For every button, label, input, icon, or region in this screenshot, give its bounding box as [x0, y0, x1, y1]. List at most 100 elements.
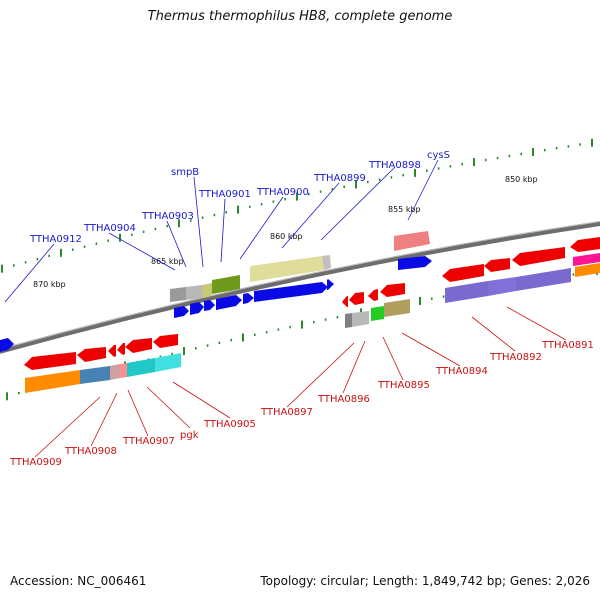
map-title: Thermus thermophilus HB8, complete genom… — [147, 9, 453, 24]
gene-arrow-forward-cysS[interactable] — [398, 256, 432, 270]
gene-label-TTHA0904[interactable]: TTHA0904 — [83, 223, 136, 234]
gene-arrow-forward[interactable] — [190, 302, 204, 315]
gene-arrow-reverse[interactable] — [570, 237, 600, 252]
forward-annotation-track — [170, 231, 430, 302]
gene-label-TTHA0894[interactable]: TTHA0894 — [435, 366, 488, 377]
gene-label-TTHA0897[interactable]: TTHA0897 — [260, 407, 313, 418]
gene-label-TTHA0900[interactable]: TTHA0900 — [256, 187, 309, 198]
leader-line-pgk — [146, 386, 191, 429]
leader-line-cysS — [407, 159, 439, 221]
gene-label-TTHA0907[interactable]: TTHA0907 — [122, 436, 175, 447]
gene-label-pgk[interactable]: pgk — [180, 430, 199, 441]
leader-line-smpB — [193, 176, 204, 268]
gene-label-TTHA0895[interactable]: TTHA0895 — [377, 380, 430, 391]
annotation-block[interactable] — [488, 277, 516, 296]
leader-line-TTHA0912 — [4, 243, 55, 303]
gene-label-TTHA0909[interactable]: TTHA0909 — [9, 457, 62, 468]
gene-label-TTHA0892[interactable]: TTHA0892 — [489, 352, 542, 363]
gene-label-TTHA0896[interactable]: TTHA0896 — [317, 394, 370, 405]
leader-line-TTHA0897 — [286, 342, 355, 408]
gene-arrow-reverse[interactable] — [24, 352, 76, 370]
leader-line-TTHA0909 — [34, 396, 101, 458]
leader-line-TTHA0899 — [281, 182, 340, 249]
annotation-block[interactable] — [445, 281, 488, 303]
gene-arrow-reverse[interactable] — [153, 334, 178, 348]
annotation-block[interactable] — [516, 268, 571, 291]
scale-label-865kbp: 865 kbp — [151, 257, 184, 266]
annotation-block[interactable] — [155, 353, 181, 372]
leader-line-TTHA0896 — [342, 340, 366, 394]
gene-label-TTHA0912[interactable]: TTHA0912 — [29, 234, 82, 245]
annotation-block[interactable] — [212, 275, 240, 294]
annotation-block[interactable] — [384, 299, 410, 317]
gene-arrow-forward[interactable] — [204, 300, 215, 311]
leader-line-TTHA0901 — [220, 198, 226, 263]
leader-line-TTHA0892 — [471, 316, 516, 352]
gene-arrow-forward[interactable] — [327, 279, 334, 290]
leader-line-TTHA0908 — [90, 392, 118, 447]
annotation-block[interactable] — [345, 313, 352, 328]
gene-arrow-reverse[interactable] — [349, 292, 364, 305]
gene-arrow-reverse[interactable] — [380, 283, 405, 297]
gene-label-cysS[interactable]: cysS — [427, 150, 450, 161]
leader-line-TTHA0907 — [127, 389, 149, 437]
gene-label-TTHA0903[interactable]: TTHA0903 — [141, 211, 194, 222]
reverse-gene-labels: TTHA0909 TTHA0908 TTHA0907 pgk TTHA0905 … — [9, 306, 594, 468]
genome-backbone — [0, 220, 600, 354]
leader-line-TTHA0904 — [108, 232, 176, 271]
annotation-block[interactable] — [575, 263, 600, 277]
gene-label-smpB[interactable]: smpB — [171, 167, 199, 178]
forward-gene-labels: TTHA0912 TTHA0904 TTHA0903 smpB TTHA0901… — [4, 150, 450, 303]
gene-arrow-reverse[interactable] — [125, 338, 152, 353]
gene-label-TTHA0899[interactable]: TTHA0899 — [313, 173, 366, 184]
gene-arrow-reverse[interactable] — [484, 258, 510, 272]
gene-arrow-forward[interactable] — [254, 282, 328, 302]
leader-line-TTHA0900 — [239, 196, 284, 260]
genome-backbone-highlight — [0, 221, 600, 350]
gene-arrow-forward[interactable] — [243, 293, 254, 304]
scale-ticks-upper — [1, 138, 593, 273]
gene-arrow-reverse[interactable] — [108, 345, 116, 357]
annotation-block[interactable] — [186, 285, 202, 300]
gene-label-TTHA0905[interactable]: TTHA0905 — [203, 419, 256, 430]
annotation-block[interactable] — [202, 283, 212, 298]
annotation-block[interactable] — [322, 255, 331, 270]
annotation-block[interactable] — [170, 287, 186, 302]
annotation-block[interactable] — [127, 358, 155, 377]
gene-label-TTHA0908[interactable]: TTHA0908 — [64, 446, 117, 457]
accession-text: Accession: NC_006461 — [10, 574, 147, 588]
gene-arrow-forward[interactable] — [174, 306, 189, 318]
forward-gene-track — [0, 256, 432, 352]
scale-label-850kbp: 850 kbp — [505, 175, 538, 184]
leader-line-TTHA0898 — [320, 167, 395, 241]
gene-arrow-reverse[interactable] — [368, 289, 378, 301]
gene-label-TTHA0898[interactable]: TTHA0898 — [368, 160, 421, 171]
annotation-block[interactable] — [352, 311, 369, 327]
gene-label-TTHA0901[interactable]: TTHA0901 — [198, 189, 251, 200]
gene-arrow-reverse[interactable] — [442, 264, 484, 282]
gene-label-TTHA0891[interactable]: TTHA0891 — [541, 340, 594, 351]
annotation-block[interactable] — [371, 306, 384, 321]
scale-label-855kbp: 855 kbp — [388, 205, 421, 214]
gene-arrow-reverse[interactable] — [77, 347, 106, 362]
annotation-block[interactable] — [573, 253, 600, 266]
scale-label-870kbp: 870 kbp — [33, 280, 66, 289]
gene-arrow-reverse[interactable] — [342, 296, 348, 307]
leader-line-TTHA0894 — [401, 332, 461, 367]
annotation-block[interactable] — [250, 256, 324, 282]
annotation-block[interactable] — [25, 370, 80, 393]
reverse-gene-track — [24, 237, 600, 370]
gene-arrow-forward[interactable] — [0, 338, 14, 352]
annotation-block[interactable] — [80, 366, 110, 384]
leader-line-TTHA0905 — [172, 381, 231, 419]
annotation-block[interactable] — [110, 364, 120, 380]
scale-label-860kbp: 860 kbp — [270, 232, 303, 241]
leader-line-TTHA0891 — [506, 306, 567, 341]
annotation-block[interactable] — [394, 231, 430, 251]
gene-arrow-reverse[interactable] — [512, 247, 565, 266]
leader-line-TTHA0895 — [382, 336, 404, 381]
annotation-block[interactable] — [120, 363, 127, 378]
gene-arrow-forward[interactable] — [216, 295, 242, 310]
gene-arrow-reverse[interactable] — [117, 343, 125, 355]
